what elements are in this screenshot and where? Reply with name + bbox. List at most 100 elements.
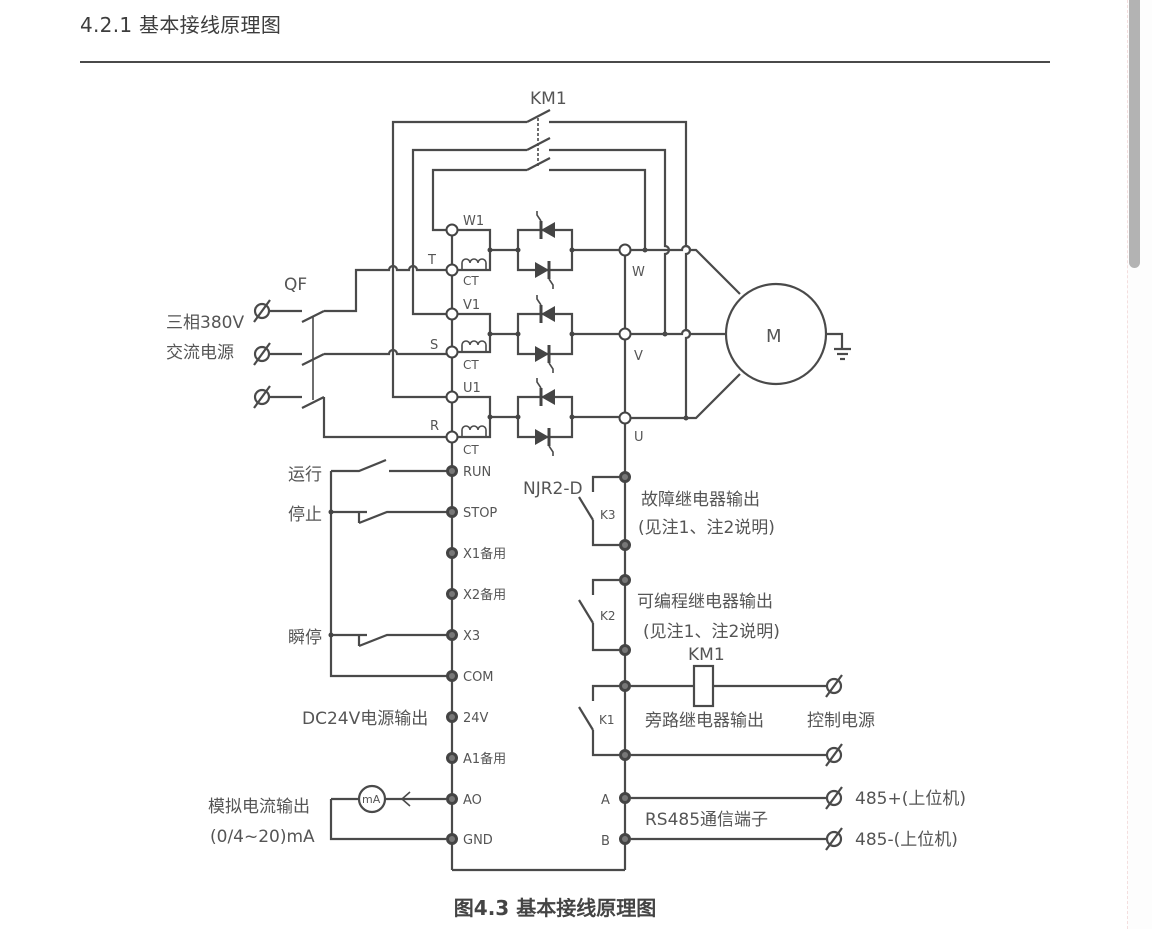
terminal-x2 — [446, 588, 458, 600]
ct-label: CT — [463, 358, 479, 372]
scrollbar-thumb[interactable] — [1129, 0, 1140, 268]
terminal-label: COM — [463, 670, 494, 685]
analog-out-label-line1: 模拟电流输出 — [208, 797, 310, 817]
terminal-gnd — [446, 833, 458, 845]
w-label: W — [632, 265, 645, 280]
output-terminals: W V U NJR2-D — [452, 243, 741, 872]
km1-coil-icon — [692, 664, 715, 708]
terminal-w1 — [445, 223, 459, 237]
rs485-minus-label: 485-(上位机) — [855, 830, 958, 850]
control-power-terminal-2 — [825, 743, 843, 767]
supply-terminal-2 — [253, 342, 271, 366]
control-power-terminal-1 — [825, 674, 843, 698]
terminal-label: STOP — [463, 506, 497, 521]
analog-output-wiring: DC24V电源输出 mA 模拟电流输出 (0/4~20)mA — [208, 709, 446, 847]
terminal-u — [618, 411, 632, 425]
ct-coil-icon — [461, 425, 487, 437]
terminal-run — [446, 465, 458, 477]
rs485-terminals: A B RS485通信端子 485+(上位机) 485-(上位机) — [601, 786, 966, 851]
ground-icon — [826, 332, 851, 361]
stop-input-label: 停止 — [288, 505, 322, 525]
k3-line2: (见注1、注2说明) — [638, 518, 775, 538]
km1-coil-label: KM1 — [688, 645, 725, 665]
control-power-label: 控制电源 — [807, 711, 875, 731]
wiring-diagram: KM1 QF 三相380V 交流电源 W1 T V1 — [166, 89, 966, 872]
k1-line1: 旁路继电器输出 — [645, 711, 764, 731]
v-label: V — [634, 349, 643, 364]
rs485-title: RS485通信端子 — [645, 810, 768, 830]
figure-caption: 图4.3 基本接线原理图 — [453, 896, 657, 920]
k3-label: K3 — [600, 508, 616, 522]
terminal-label: A1备用 — [463, 751, 506, 767]
terminal-a1 — [446, 752, 458, 764]
run-input-label: 运行 — [288, 465, 322, 485]
v1-label: V1 — [463, 298, 480, 313]
km1-label: KM1 — [530, 89, 567, 109]
motor-label: M — [766, 326, 782, 347]
analog-out-label-line2: (0/4~20)mA — [210, 827, 315, 847]
ct-label: CT — [463, 274, 479, 288]
r-label: R — [430, 419, 439, 434]
k2-line2: (见注1、注2说明) — [643, 622, 780, 642]
s-label: S — [430, 338, 438, 353]
scr-icon — [535, 261, 554, 289]
ct-coil-icon — [461, 340, 487, 352]
k1-label: K1 — [599, 713, 615, 727]
terminal-24v — [446, 711, 458, 723]
qf-label: QF — [284, 275, 307, 295]
terminal-s — [445, 345, 459, 359]
terminal-stop — [446, 506, 458, 518]
motor: M — [724, 282, 851, 386]
ammeter-label: mA — [362, 793, 381, 806]
rs485-plus-label: 485+(上位机) — [855, 789, 966, 809]
arrow-left-icon — [400, 791, 411, 807]
terminal-x3 — [446, 629, 458, 641]
rs485-plus-terminal — [825, 786, 843, 810]
section-title: 4.2.1 基本接线原理图 — [80, 13, 282, 37]
terminal-label: 24V — [463, 711, 489, 726]
dc24v-label: DC24V电源输出 — [302, 709, 428, 729]
terminal-label: X2备用 — [463, 587, 506, 603]
scr-icon — [536, 378, 555, 406]
k3-line1: 故障继电器输出 — [641, 490, 760, 510]
t-label: T — [427, 253, 436, 268]
relay-k3: K3 故障继电器输出 (见注1、注2说明) — [578, 471, 775, 551]
qf-breaker: QF 三相380V 交流电源 — [166, 264, 452, 439]
terminal-x1 — [446, 547, 458, 559]
supply-label-line2: 交流电源 — [166, 343, 234, 363]
controller-model-label: NJR2-D — [523, 479, 583, 499]
thyristor-phase-w: CT — [458, 211, 625, 289]
terminal-r — [445, 430, 459, 444]
terminal-v1 — [445, 307, 459, 321]
terminal-ao — [446, 793, 458, 805]
terminal-label: X3 — [463, 629, 480, 644]
power-input-terminals: W1 T V1 S U1 R — [427, 214, 484, 870]
terminal-label: AO — [463, 793, 482, 808]
terminal-t — [445, 263, 459, 277]
ct-coil-icon — [461, 258, 487, 270]
w1-label: W1 — [463, 214, 484, 229]
relay-k2: K2 可编程继电器输出 (见注1、注2说明) — [578, 574, 780, 656]
u-label: U — [634, 430, 644, 445]
instant-stop-label: 瞬停 — [288, 628, 322, 648]
k2-label: K2 — [600, 609, 616, 623]
scr-icon — [536, 211, 555, 239]
supply-terminal-1 — [253, 299, 271, 323]
thyristor-phase-v: CT — [458, 295, 625, 373]
rs485-b-label: B — [601, 834, 610, 849]
scr-icon — [536, 295, 555, 323]
terminal-label: X1备用 — [463, 546, 506, 562]
ct-label: CT — [463, 443, 479, 457]
u1-label: U1 — [463, 381, 481, 396]
terminal-label: RUN — [463, 465, 491, 480]
control-input-wiring: 运行 停止 瞬停 — [288, 458, 452, 678]
terminal-w — [618, 243, 632, 257]
terminal-com — [446, 670, 458, 682]
supply-terminal-3 — [253, 385, 271, 409]
terminal-v — [618, 327, 632, 341]
rs485-minus-terminal — [825, 827, 843, 851]
rs485-a-label: A — [601, 793, 610, 808]
supply-label-line1: 三相380V — [166, 313, 244, 333]
relay-k1: K1 旁路继电器输出 KM1 控制电源 — [578, 645, 875, 767]
scr-icon — [535, 345, 554, 373]
